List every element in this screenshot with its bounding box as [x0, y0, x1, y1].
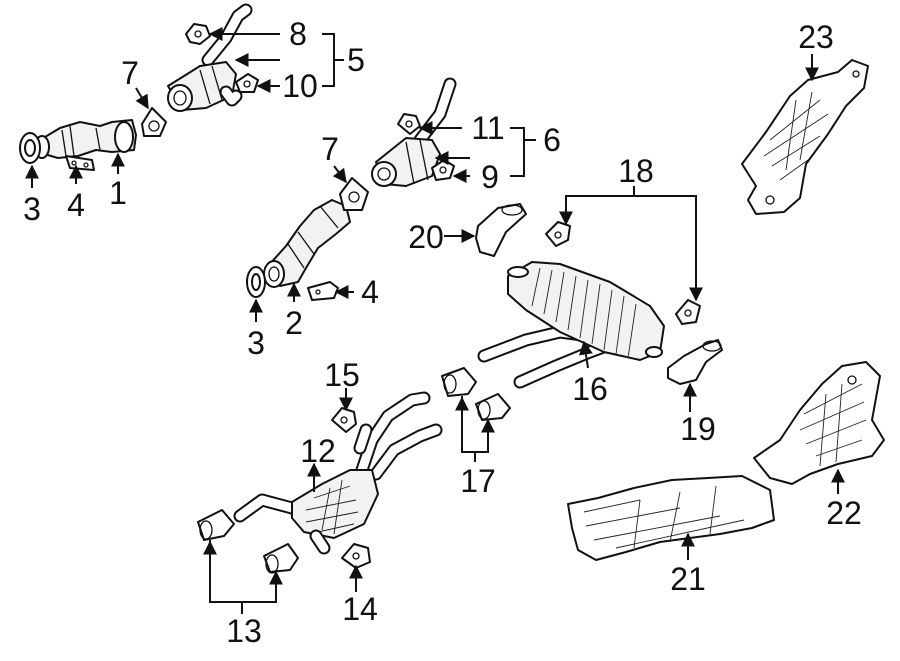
part-2-catalytic-converter	[263, 199, 351, 288]
callout-15: 15	[324, 357, 360, 393]
callout-13: 13	[226, 613, 262, 649]
part-19-tailpipe-tip	[667, 339, 723, 385]
callout-9: 9	[481, 159, 499, 195]
part-1-catalytic-converter	[34, 119, 137, 159]
part-21-heat-shield	[567, 475, 775, 561]
part-10-mount	[235, 73, 259, 93]
part-13-clamp-a	[197, 509, 235, 541]
part-12-center-muffler	[233, 391, 443, 555]
callout-22: 22	[826, 495, 862, 531]
part-7-gasket-b	[339, 177, 369, 211]
callout-4a: 4	[67, 187, 85, 223]
callout-21: 21	[670, 561, 706, 597]
callout-3b: 3	[247, 325, 265, 361]
part-18-hanger-a	[545, 221, 571, 247]
part-5-front-converter	[167, 3, 253, 112]
callout-19: 19	[680, 411, 716, 447]
callout-8: 8	[289, 16, 307, 52]
callout-10: 10	[282, 68, 318, 104]
part-13-clamp-b	[263, 543, 299, 574]
part-11-clamp	[397, 113, 421, 135]
callout-4b: 4	[361, 274, 379, 310]
part-17-clamp-a	[441, 367, 477, 397]
part-15-hanger	[331, 407, 357, 433]
part-3-gasket-b	[246, 266, 266, 298]
callout-12: 12	[300, 433, 336, 469]
part-14-hanger	[341, 543, 371, 569]
callout-5: 5	[347, 42, 365, 78]
callout-7a: 7	[121, 55, 139, 91]
callout-20: 20	[408, 219, 444, 255]
part-7-gasket-a	[141, 107, 167, 137]
part-4-bracket-b	[307, 281, 339, 301]
callout-7b: 7	[321, 131, 339, 167]
callout-11: 11	[471, 110, 504, 146]
part-18-hanger-b	[675, 299, 701, 325]
callout-2: 2	[285, 305, 303, 341]
leader-lines	[25, 27, 845, 614]
callout-14: 14	[342, 591, 378, 627]
part-20-tailpipe-tip	[475, 203, 527, 257]
part-17-clamp-b	[475, 393, 511, 421]
callout-23: 23	[798, 19, 834, 55]
callout-labels: 1 2 3 3 4 4 5 6 7 7 8 9 10 11 12 13 14 1…	[23, 16, 862, 649]
part-3-gasket-a	[19, 132, 41, 164]
part-16-rear-muffler	[477, 261, 665, 389]
callout-3a: 3	[23, 191, 41, 227]
callout-1: 1	[109, 175, 127, 211]
part-8-clamp	[185, 23, 211, 45]
callout-18: 18	[618, 153, 654, 189]
part-4-bracket-a	[65, 155, 95, 171]
callout-16: 16	[572, 371, 608, 407]
part-23-heat-shield	[741, 59, 869, 215]
callout-17: 17	[460, 463, 496, 499]
callout-6: 6	[543, 122, 561, 158]
part-22-heat-shield	[753, 361, 885, 485]
